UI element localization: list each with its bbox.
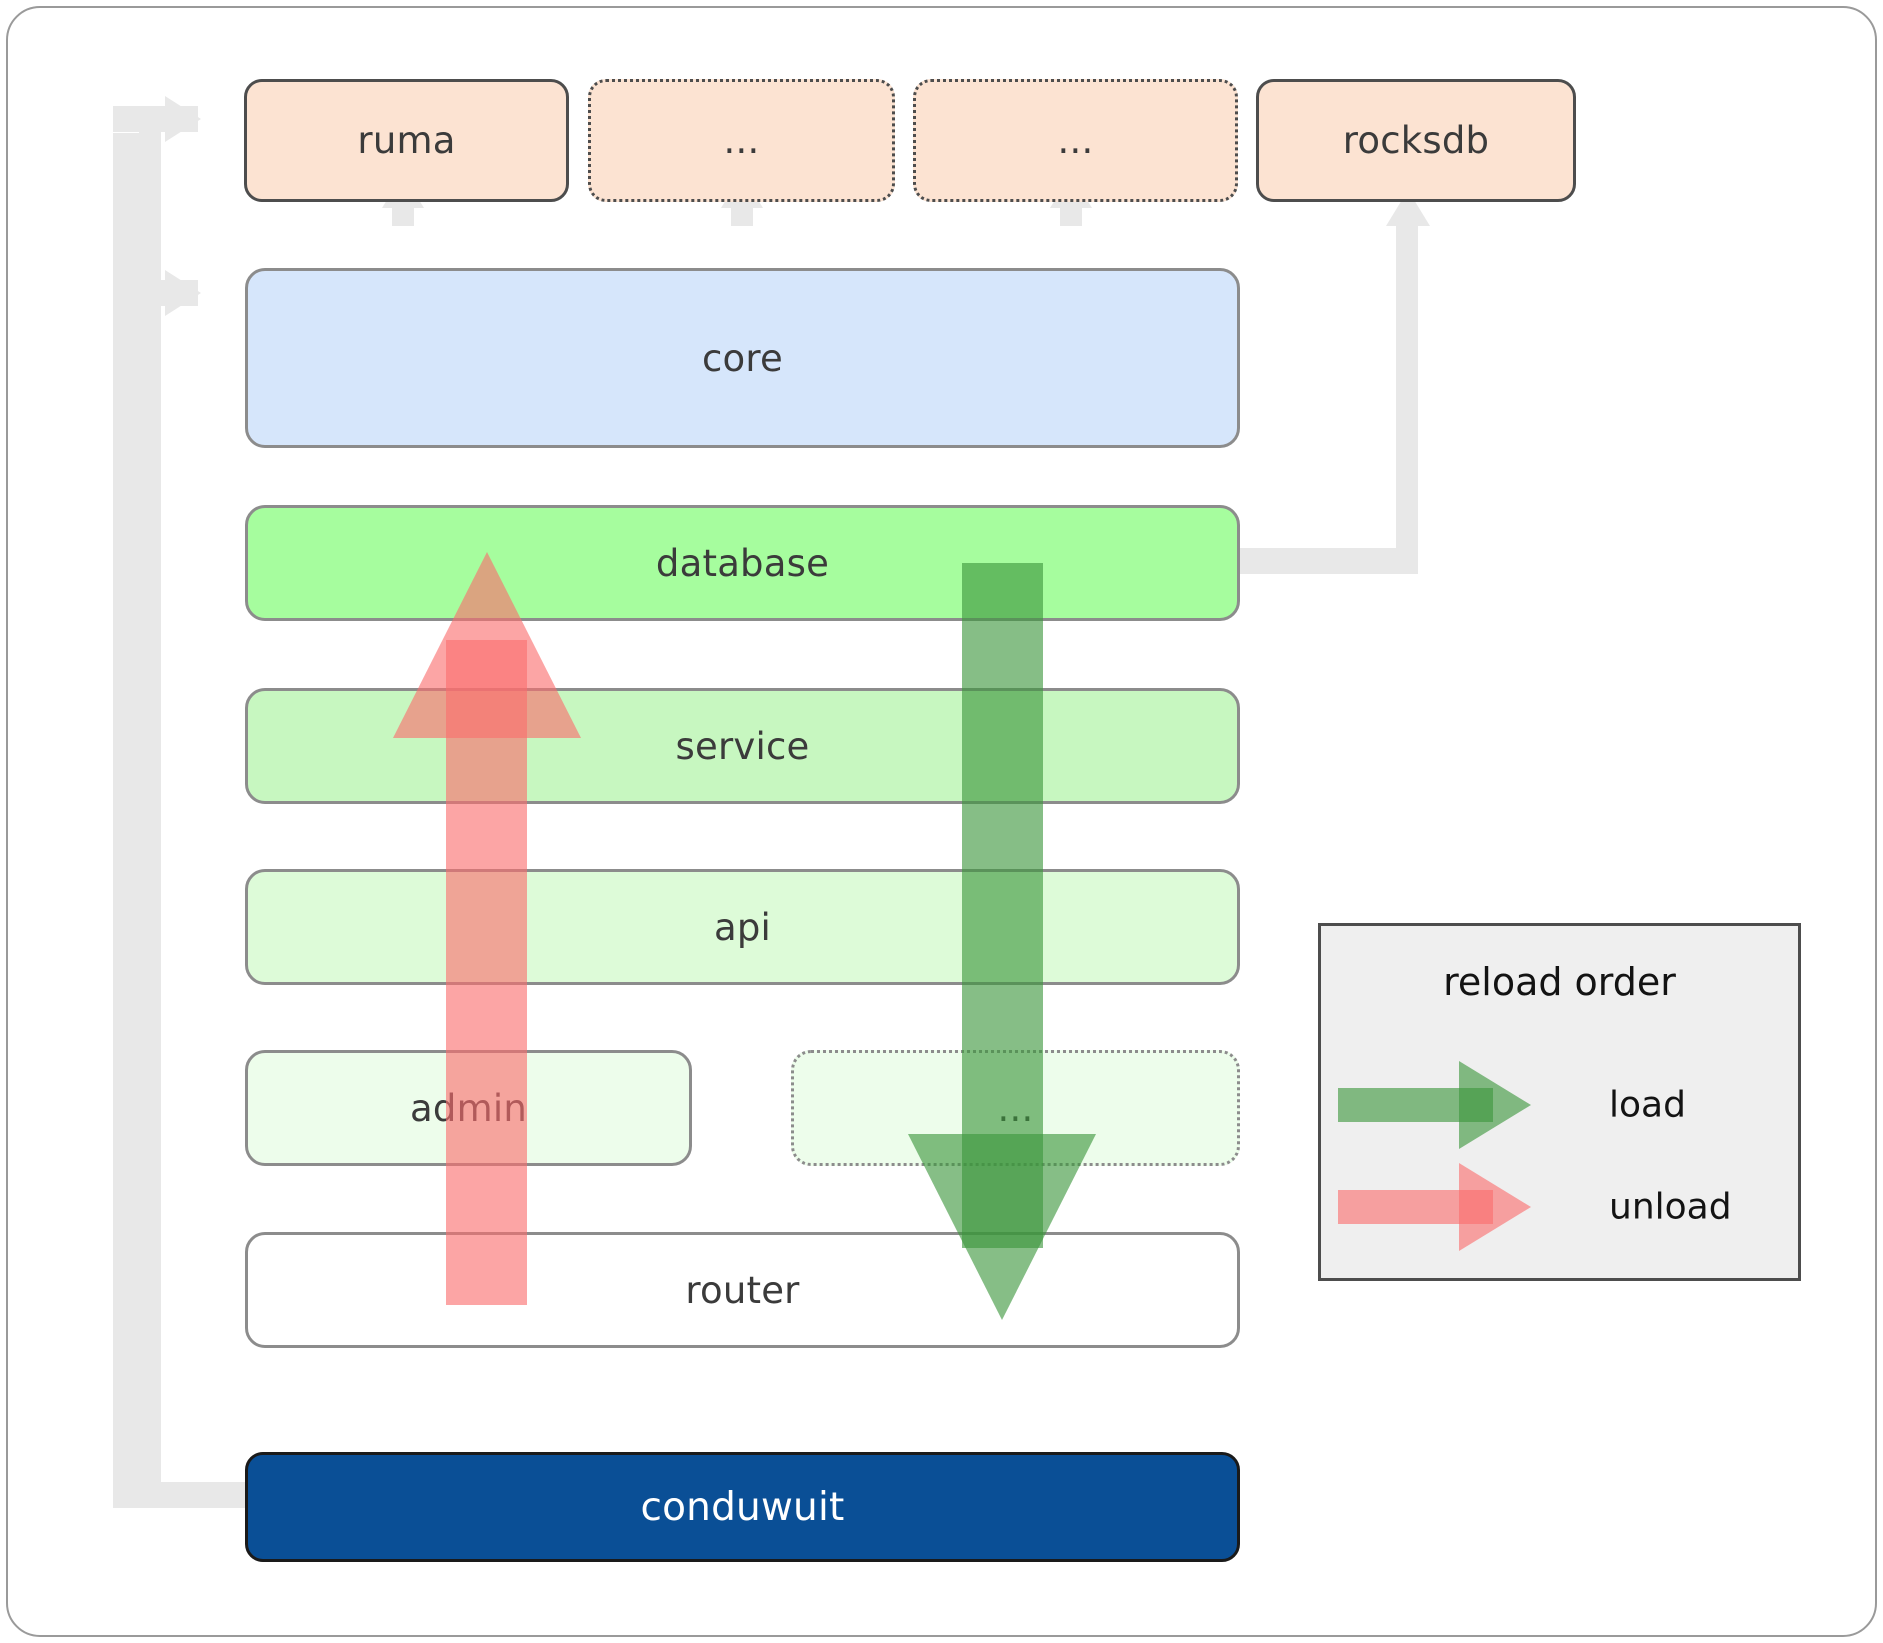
load-arrow-head xyxy=(908,1134,1096,1320)
crate-ruma[interactable]: ruma xyxy=(244,79,569,202)
legend-panel: reload order load unload xyxy=(1318,923,1801,1281)
layer-api-label: api xyxy=(713,905,772,949)
legend-row-unload: unload xyxy=(1321,1162,1798,1252)
application-conduwuit-label: conduwuit xyxy=(640,1484,845,1530)
layer-core-label: core xyxy=(702,336,783,380)
crate-rocksdb[interactable]: rocksdb xyxy=(1256,79,1576,202)
connector-conduwuit-stub xyxy=(113,1482,248,1508)
layer-api[interactable]: api xyxy=(245,869,1240,985)
connector-database-rocksdb-vertical xyxy=(1396,222,1418,574)
unload-arrow-head xyxy=(393,552,581,738)
unload-arrow-shaft xyxy=(446,640,527,1305)
legend-unload-label: unload xyxy=(1609,1186,1732,1228)
legend-title: reload order xyxy=(1443,960,1676,1004)
connector-trunk-outer xyxy=(113,133,139,1508)
crate-placeholder-2-label: ... xyxy=(1057,119,1094,162)
legend-load-arrow-head xyxy=(1459,1061,1531,1149)
application-conduwuit[interactable]: conduwuit xyxy=(245,1452,1240,1562)
connector-branch-inner xyxy=(139,106,161,1496)
crate-placeholder-2[interactable]: ... xyxy=(913,79,1238,202)
crate-placeholder-1-label: ... xyxy=(723,119,760,162)
legend-load-label: load xyxy=(1609,1084,1686,1126)
diagram-frame xyxy=(6,6,1877,1637)
layer-service-label: service xyxy=(675,724,810,768)
layer-router-label: router xyxy=(685,1268,800,1312)
legend-row-load: load xyxy=(1321,1060,1798,1150)
connector-to-ruma-arrowhead xyxy=(165,96,201,142)
crate-placeholder-1[interactable]: ... xyxy=(588,79,895,202)
layer-core[interactable]: core xyxy=(245,268,1240,448)
crate-rocksdb-label: rocksdb xyxy=(1342,119,1490,162)
connector-to-core-arrowhead xyxy=(165,270,201,316)
layer-database-label: database xyxy=(655,541,830,585)
crate-ruma-label: ruma xyxy=(357,119,456,162)
legend-unload-arrow-head xyxy=(1459,1163,1531,1251)
connector-database-rocksdb-horizontal xyxy=(1228,548,1418,574)
load-arrow-shaft xyxy=(962,563,1043,1248)
